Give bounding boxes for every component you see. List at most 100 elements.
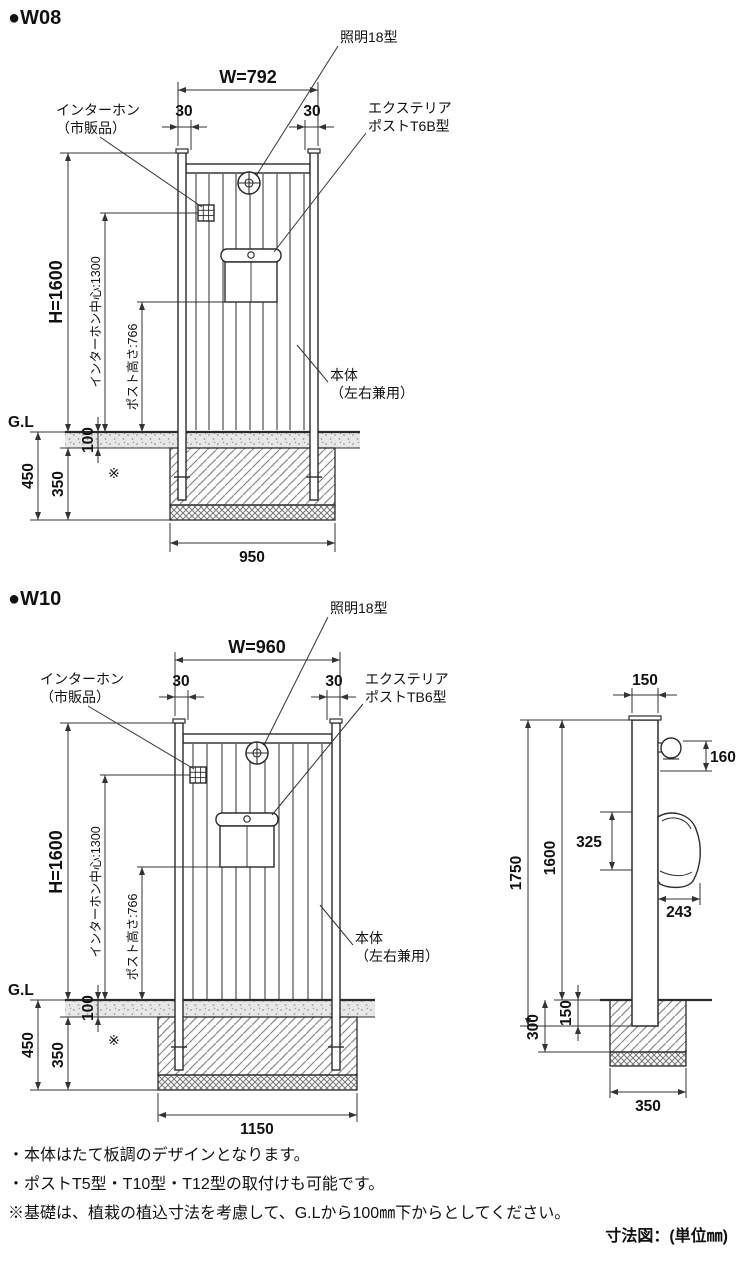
side-dim-foundation-width: 350 — [609, 1068, 687, 1115]
side-dim-total-height-value: 1750 — [508, 856, 525, 890]
side-dim-embed-depth: 150 — [558, 985, 581, 1041]
side-view-structure — [628, 715, 701, 1027]
side-view-postbox — [657, 812, 701, 889]
w10-note-mark: ※ — [108, 1032, 120, 1048]
w10-dim-offset-right-value: 30 — [325, 673, 342, 690]
w08-label-intercom-1: インターホン — [56, 102, 140, 118]
side-dim-foundation-width-value: 350 — [635, 1098, 661, 1115]
w10-label-intercom-2: （市販品） — [40, 689, 110, 705]
w10-ground — [65, 998, 375, 1091]
w10-label-intercom-1: インターホン — [40, 671, 124, 687]
w08-leader-labels: 照明18型 インターホン （市販品） エクステリア ポストT6B型 本体 （左右… — [56, 29, 452, 401]
w08-label-post-1: エクステリア — [368, 100, 452, 116]
w08-dim-offset-right: 30 — [289, 103, 334, 150]
w10-dim-foundation-width-value: 1150 — [240, 1121, 274, 1138]
w08-dim-foundation-width: 950 — [169, 523, 336, 566]
w08-dim-depth-foundation-value: 350 — [50, 471, 67, 497]
w10-label-post-1: エクステリア — [365, 671, 449, 687]
footnotes: ・本体はたて板調のデザインとなります。 ・ポストT5型・T10型・T12型の取付… — [8, 1141, 570, 1228]
w08-dim-offset-right-value: 30 — [303, 103, 320, 120]
w10-dimensions: W=960 30 30 H=1600 インターホン中心:1300 — [8, 637, 358, 1138]
w08-dim-offset-left-value: 30 — [175, 103, 192, 120]
side-dim-postbox-depth-value: 243 — [666, 904, 692, 921]
w08-label-post-2: ポストT6B型 — [368, 118, 450, 134]
w10-dim-depth-foundation: 350 — [50, 1016, 158, 1090]
side-dim-above-ground-value: 1600 — [542, 841, 559, 875]
w08-dim-depth-total-value: 450 — [20, 463, 37, 489]
w10-dim-depth-top-value: 100 — [80, 995, 97, 1021]
w10-dim-intercom-center: インターホン中心:1300 — [88, 774, 190, 1000]
w10-dim-post-height: ポスト高さ:766 — [125, 866, 220, 1000]
side-dim-light-height-value: 160 — [710, 749, 736, 766]
w08-label-light: 照明18型 — [340, 29, 398, 45]
w08-postbox — [220, 248, 282, 303]
w08-dim-post-height: ポスト高さ:766 — [125, 301, 225, 432]
w10-panel-slats — [192, 744, 323, 1000]
side-dim-postbox-height-value: 325 — [576, 834, 602, 851]
w10-dim-depth-total: 450 — [20, 1000, 158, 1091]
w10-structure — [171, 718, 344, 1071]
w08-intercom-icon — [197, 204, 215, 222]
side-dim-post-width-value: 150 — [632, 672, 658, 689]
w10-and-side-diagram: ●W10 — [8, 588, 736, 1138]
side-dim-above-ground: 1600 — [542, 720, 600, 1001]
w10-dim-offset-right: 30 — [311, 673, 356, 720]
w10-label-light: 照明18型 — [330, 600, 388, 616]
w10-dim-post-height-value: ポスト高さ:766 — [125, 894, 140, 981]
w08-dim-offset-left: 30 — [162, 103, 207, 150]
w10-label-body-2: （左右兼用） — [355, 948, 439, 964]
w10-dim-offset-left: 30 — [159, 673, 204, 720]
w10-light-icon — [245, 741, 269, 765]
w10-dim-depth-top: 100 — [80, 985, 101, 1032]
w10-dim-depth-foundation-value: 350 — [50, 1042, 67, 1068]
w10-label-body-1: 本体 — [355, 930, 383, 946]
w08-dim-height-value: H=1600 — [46, 260, 66, 324]
w08-dim-intercom-center-value: インターホン中心:1300 — [88, 256, 103, 387]
w10-leader-labels: 照明18型 インターホン （市販品） エクステリア ポストTB6型 本体 （左右… — [40, 600, 449, 964]
side-view-light-icon — [657, 737, 682, 760]
side-view-dimensions: 150 160 325 243 1750 1600 — [508, 672, 736, 1115]
footnote-2: ・ポストT5型・T10型・T12型の取付けも可能です。 — [8, 1176, 385, 1193]
footnote-3: ※基礎は、植栽の植込寸法を考慮して、G.Lから100㎜下からとしてください。 — [8, 1205, 571, 1222]
w08-dim-post-height-value: ポスト高さ:766 — [125, 324, 140, 411]
w08-label-body-2: （左右兼用） — [330, 385, 414, 401]
w08-title: ●W08 — [8, 7, 61, 29]
side-dim-total-height: 1750 — [508, 719, 632, 1027]
side-dim-light-height: 160 — [660, 740, 736, 772]
w10-dim-intercom-center-value: インターホン中心:1300 — [88, 826, 103, 957]
w08-dim-intercom-center: インターホン中心:1300 — [88, 212, 198, 432]
side-dim-postbox-depth: 243 — [658, 883, 701, 921]
w08-dim-width-value: W=792 — [219, 67, 277, 87]
w08-note-mark: ※ — [108, 465, 120, 481]
w10-label-post-2: ポストTB6型 — [365, 689, 447, 705]
w10-postbox — [215, 812, 279, 868]
side-dim-post-width: 150 — [613, 672, 677, 713]
w10-dim-height-value: H=1600 — [46, 830, 66, 894]
w10-intercom-icon — [189, 766, 207, 784]
w10-dim-width-value: W=960 — [228, 637, 286, 657]
w08-dim-height: H=1600 — [30, 152, 176, 433]
w10-title: ●W10 — [8, 588, 61, 610]
w10-dim-depth-total-value: 450 — [20, 1032, 37, 1058]
w08-dimensions: W=792 30 30 H=1600 インターホン中心:1300 — [8, 67, 336, 566]
drawing-caption: 寸法図：(単位㎜) — [605, 1228, 728, 1245]
w08-label-body-1: 本体 — [330, 367, 358, 383]
w08-diagram: ●W08 — [8, 7, 452, 566]
w08-dim-depth-top: 100 — [80, 417, 101, 463]
w08-dim-depth-total: 450 — [20, 432, 170, 521]
side-dim-embed-depth-value: 150 — [558, 1000, 575, 1026]
side-dim-postbox-height: 325 — [576, 811, 632, 871]
w08-dim-width: W=792 — [177, 67, 319, 146]
side-dim-foundation-depth: 300 — [525, 1000, 610, 1053]
w10-dim-offset-left-value: 30 — [172, 673, 189, 690]
w08-light-icon — [237, 171, 261, 195]
w08-label-intercom-2: （市販品） — [56, 120, 126, 136]
side-dim-foundation-depth-value: 300 — [525, 1014, 542, 1040]
w10-dim-width: W=960 — [174, 637, 341, 716]
footnote-1: ・本体はたて板調のデザインとなります。 — [8, 1147, 310, 1164]
w08-dim-foundation-width-value: 950 — [239, 549, 265, 566]
w08-dim-depth-foundation: 350 — [50, 447, 170, 520]
w08-dim-depth-top-value: 100 — [80, 427, 97, 453]
w10-dim-foundation-width: 1150 — [157, 1093, 358, 1138]
